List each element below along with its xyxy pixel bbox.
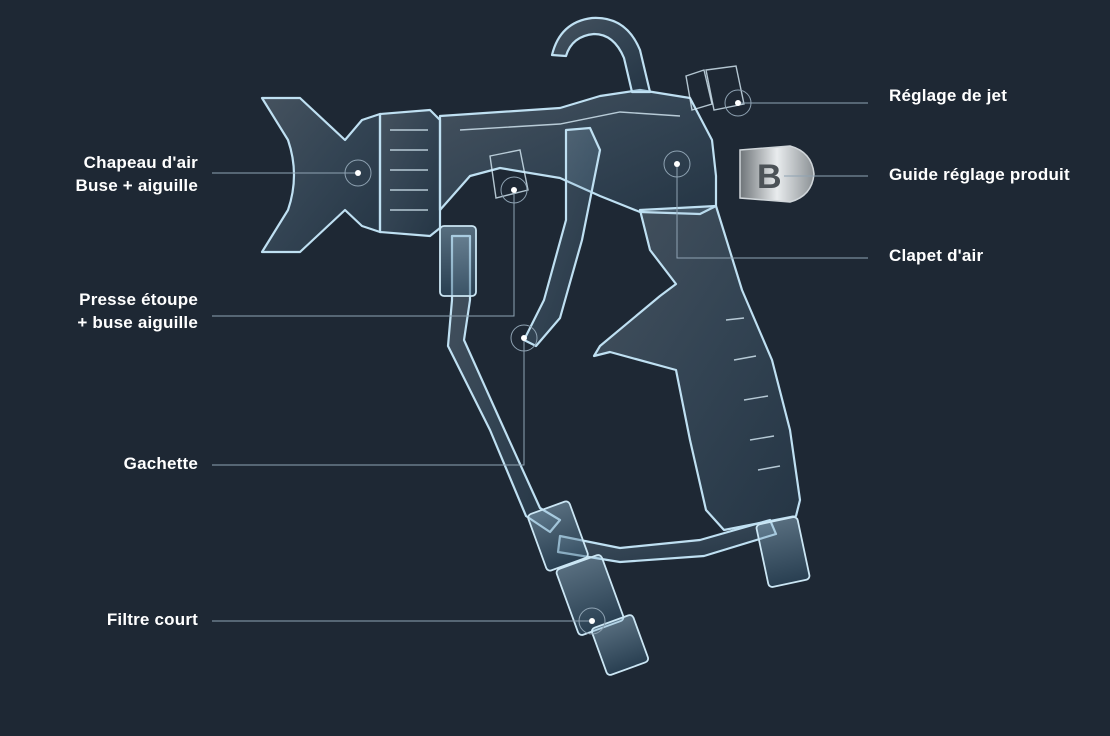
leader-gachette xyxy=(212,338,525,466)
label-filtre-court: Filtre court xyxy=(107,608,198,631)
upper-fitting xyxy=(439,225,477,297)
lower-fitting-3 xyxy=(591,614,649,676)
trigger xyxy=(522,126,602,348)
marker-presse-etoupe xyxy=(500,176,528,204)
rear-fitting xyxy=(755,516,811,588)
gun-fittings xyxy=(439,225,811,676)
label-chapeau-air-text: Chapeau d'air xyxy=(83,153,198,172)
handle xyxy=(592,204,802,532)
gun-details xyxy=(390,65,781,471)
marker-chapeau-air xyxy=(344,159,372,187)
leader-presse-etoupe xyxy=(212,190,515,317)
label-clapet-air: Clapet d'air xyxy=(889,244,983,267)
marker-gachette xyxy=(510,324,538,352)
air-cap-wings xyxy=(260,96,382,254)
label-presse-etoupe-text: Presse étoupe xyxy=(79,290,198,309)
leader-clapet-air xyxy=(676,164,868,259)
marker-clapet-air xyxy=(663,150,691,178)
label-clapet-air-text: Clapet d'air xyxy=(889,246,984,265)
label-buse-aiguille-2-text: + buse aiguille xyxy=(77,313,198,332)
nozzle-ring xyxy=(378,108,442,238)
label-guide-reglage-produit-text: Guide réglage produit xyxy=(889,165,1070,184)
label-reglage-de-jet-text: Réglage de jet xyxy=(889,86,1008,105)
label-gachette-text: Gachette xyxy=(123,454,198,473)
product-guide-knob: B xyxy=(739,145,815,203)
lower-fitting-1 xyxy=(527,500,589,572)
marker-filtre-court xyxy=(578,607,606,635)
leader-lines xyxy=(212,102,868,622)
label-reglage-de-jet: Réglage de jet xyxy=(889,84,1007,107)
hook xyxy=(550,16,652,94)
label-buse-aiguille-text: Buse + aiguille xyxy=(75,176,198,195)
gun-body xyxy=(260,16,802,564)
svg-text:B: B xyxy=(757,158,782,196)
label-chapeau-air: Chapeau d'air Buse + aiguille xyxy=(75,151,198,197)
label-filtre-court-text: Filtre court xyxy=(106,610,198,629)
label-guide-reglage-produit: Guide réglage produit xyxy=(889,163,1070,186)
marker-reglage-jet xyxy=(724,89,752,117)
label-gachette: Gachette xyxy=(124,452,198,475)
label-presse-etoupe: Presse étoupe + buse aiguille xyxy=(77,288,198,334)
markers xyxy=(344,89,752,635)
